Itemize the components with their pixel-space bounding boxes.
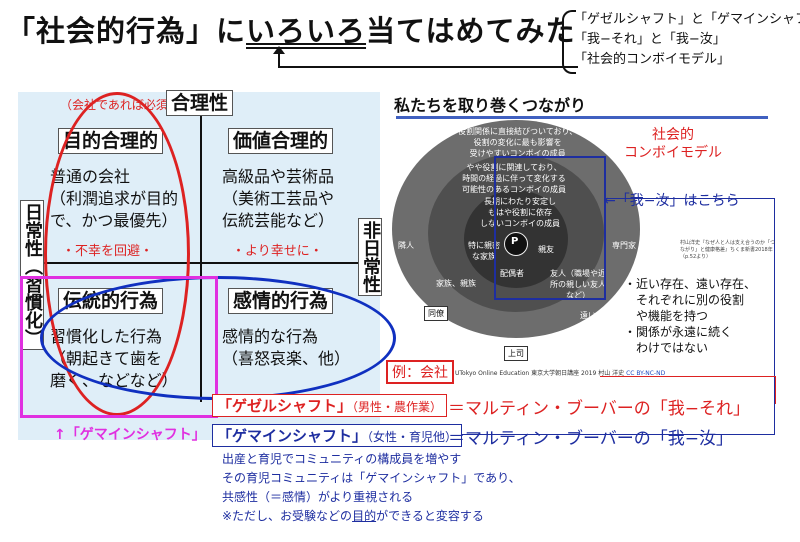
middle-line: やや役割に関連しており、	[466, 163, 562, 172]
convoy-line: 社会的	[652, 127, 694, 143]
inner-line: 長期にわたり安定し	[484, 197, 556, 206]
note-line: その育児コミュニティは「ゲマインシャフト」であり、	[222, 471, 521, 485]
convoy-line: コンボイモデル	[624, 145, 722, 161]
red-connector	[600, 376, 776, 377]
gemein-label: 「ゲマインシャフト」	[217, 427, 368, 445]
tag-boss: 上司	[504, 346, 528, 361]
quadrant-body-value: 高級品や芸術品 （美術工芸品や 伝統芸能など）	[222, 166, 334, 232]
body-line: （美術工芸品や	[222, 189, 335, 208]
magenta-box	[20, 276, 218, 418]
note-line: 共感性（＝感情）がより重視される	[222, 490, 414, 504]
quadrant-note-value: ・より幸せに・	[232, 244, 323, 259]
label-friend: 友人（職場や近所の親しい友人など）	[550, 269, 606, 300]
bullet-list: ・近い存在、遠い存在、 それぞれに別の役割 や機能を持つ ・関係が永遠に続く わ…	[624, 276, 756, 356]
diagram-title: 私たちを取り巻くつながり	[394, 96, 587, 115]
blue-connector-bottom	[455, 434, 775, 435]
example-company-label: 例：会社	[386, 360, 454, 384]
source-note: 村山洋史『なぜ人と人は支え合うのか「つながり」と健康格差』ちくま新書2018年（…	[680, 240, 776, 260]
title-underlined: いろいろ	[246, 14, 367, 48]
middle-line: 可能性のあるコンボイの成員	[462, 185, 566, 194]
page-title: 「社会的行為」にいろいろ当てはめてみた	[6, 8, 575, 50]
axis-label-everyday: 日常性（習慣化）	[20, 200, 44, 350]
bullet-item: ・関係が永遠に続く	[624, 325, 733, 339]
convoy-title: 社会的 コンボイモデル	[624, 126, 722, 162]
axis-label-rationality: 合理性	[166, 90, 234, 116]
quadrant-title-value: 価値合理的	[228, 128, 334, 154]
blue-connector	[604, 198, 775, 435]
middle-text: やや役割に関連しており、 時間の経過に伴って変化する 可能性のあるコンボイの成員	[462, 162, 566, 195]
label-family-relatives: 家族、親族	[436, 279, 476, 288]
middle-line: 時間の経過に伴って変化する	[462, 174, 566, 183]
refs-list: 「ゲゼルシャフト」と「ゲマインシャフト」 「我−それ」と「我−汝」 「社会的コン…	[574, 10, 800, 70]
inner-line: もはや役割に依存	[488, 208, 552, 217]
inner-text: 長期にわたり安定し もはや役割に依存 しないコンボイの成員	[480, 196, 560, 229]
red-ellipse	[44, 92, 190, 416]
credit-text: UTokyo Online Education 東京大学朝日講座 2019 村山…	[455, 370, 625, 377]
gemein-equation: ＝マルティン・ブーバーの「我−汝」	[448, 429, 734, 449]
bullet-item: わけではない	[624, 341, 709, 355]
gesell-equation: ＝マルティン・ブーバーの「我−それ」	[448, 399, 751, 419]
note-last-pre: ※ただし、お受験などの	[222, 509, 353, 523]
outer-line: 役割の変化に最も影響を	[473, 138, 562, 147]
license-link[interactable]: CC BY-NC-ND	[626, 370, 666, 377]
body-line: 伝統芸能など）	[222, 211, 335, 230]
thou-highlight-rect	[494, 156, 606, 300]
title-part2: 当てはめてみた	[366, 14, 576, 48]
vertical-axis	[200, 102, 202, 402]
note-line: 出産と育児でコミュニティの構成員を増やす	[222, 452, 462, 466]
bullet-item: や機能を持つ	[624, 309, 709, 323]
inner-line: しないコンボイの成員	[480, 219, 560, 228]
label-spouse: 配偶者	[500, 269, 524, 278]
ref-item: 「社会的コンボイモデル」	[574, 52, 731, 67]
gemeinschaft-box: 「ゲマインシャフト」（女性・育児他）	[212, 424, 463, 447]
outer-line: 役割関係に直接結びついており、	[458, 127, 578, 136]
label-neighbor: 隣人	[398, 241, 414, 250]
ref-item: 「我−それ」と「我−汝」	[574, 32, 726, 47]
outer-line: 受けやすいコンボイの成員	[469, 149, 566, 158]
gemein-left-label: ↑「ゲマインシャフト」	[54, 427, 206, 443]
gemein-sub: （女性・育児他）	[367, 430, 458, 444]
center-circle	[504, 232, 528, 256]
notes: 出産と育児でコミュニティの構成員を増やす その育児コミュニティは「ゲマインシャフ…	[222, 450, 521, 526]
label-best-friend: 親友	[538, 245, 554, 254]
note-line-last: ※ただし、お受験などの目的ができると変容する	[222, 507, 521, 526]
ref-item: 「ゲゼルシャフト」と「ゲマインシャフト」	[574, 12, 800, 27]
arrow-connector	[278, 66, 578, 68]
horizontal-axis	[44, 262, 360, 264]
outer-text: 役割関係に直接結びついており、 役割の変化に最も影響を 受けやすいコンボイの成員	[458, 126, 577, 159]
up-arrow-icon	[273, 46, 285, 66]
credit-line: UTokyo Online Education 東京大学朝日講座 2019 村山…	[455, 368, 665, 377]
note-last-underlined: 目的	[352, 509, 377, 523]
axis-label-non-everyday: 非日常性	[358, 218, 382, 296]
title-part1: 「社会的行為」に	[6, 14, 247, 48]
gesellschaft-box: 「ゲゼルシャフト」（男性・農作業）	[212, 394, 448, 417]
diagram-title-rule	[396, 116, 768, 119]
bullet-item: それぞれに別の役割	[624, 293, 745, 307]
bullet-item: ・近い存在、遠い存在、	[624, 277, 757, 291]
thou-label: ←「我−汝」はこちら	[604, 193, 740, 209]
gemein-left-text: 「ゲマインシャフト」	[65, 427, 206, 443]
label-distant-relative: 遠い親戚	[580, 311, 612, 320]
gesell-label: 「ゲゼルシャフト」	[217, 397, 353, 415]
body-line: 高級品や芸術品	[222, 167, 335, 186]
gesell-sub: （男性・農作業）	[352, 400, 443, 414]
note-last-post: ができると変容する	[376, 509, 484, 523]
label-expert: 専門家	[612, 241, 636, 250]
tag-colleague: 同僚	[424, 306, 448, 321]
refs-brace	[562, 10, 576, 74]
label-close-family: 特に親密な家族	[468, 241, 500, 261]
center-label: P	[511, 236, 519, 247]
red-connector-vertical	[775, 376, 776, 404]
